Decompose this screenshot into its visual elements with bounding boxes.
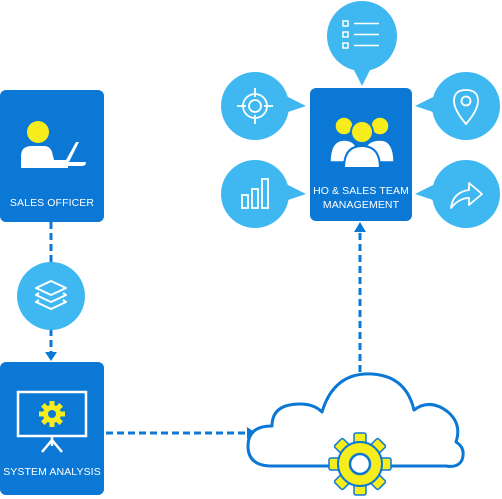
arrowhead-up <box>354 222 366 232</box>
target-icon <box>221 72 306 140</box>
checklist-icon <box>327 1 397 86</box>
bar-chart-bubble <box>220 158 310 230</box>
system-analysis-card: SYSTEM ANALYSIS <box>0 362 104 495</box>
location-bubble <box>411 70 501 142</box>
presentation-board-gear-icon <box>16 390 88 453</box>
management-card: HO & SALES TEAM MANAGEMENT <box>310 88 412 221</box>
arrowhead-down <box>45 352 57 361</box>
layers-icon <box>17 262 85 330</box>
layers-bubble <box>17 262 85 330</box>
share-arrow-icon <box>415 160 500 228</box>
cloud-gear-icon <box>246 372 465 496</box>
person-at-laptop-icon <box>21 121 86 168</box>
management-label-line2: MANAGEMENT <box>322 199 400 211</box>
location-pin-icon <box>415 72 500 140</box>
checklist-bubble <box>326 0 398 88</box>
system-analysis-label: SYSTEM ANALYSIS <box>3 466 101 478</box>
team-group-icon <box>329 116 395 169</box>
share-bubble <box>411 158 501 230</box>
target-bubble <box>220 70 310 142</box>
bar-chart-icon <box>221 160 306 228</box>
sales-officer-card: SALES OFFICER <box>0 90 104 222</box>
cloud-node <box>242 368 466 496</box>
sales-officer-label: SALES OFFICER <box>9 197 95 209</box>
management-label-line1: HO & SALES TEAM <box>313 185 409 197</box>
